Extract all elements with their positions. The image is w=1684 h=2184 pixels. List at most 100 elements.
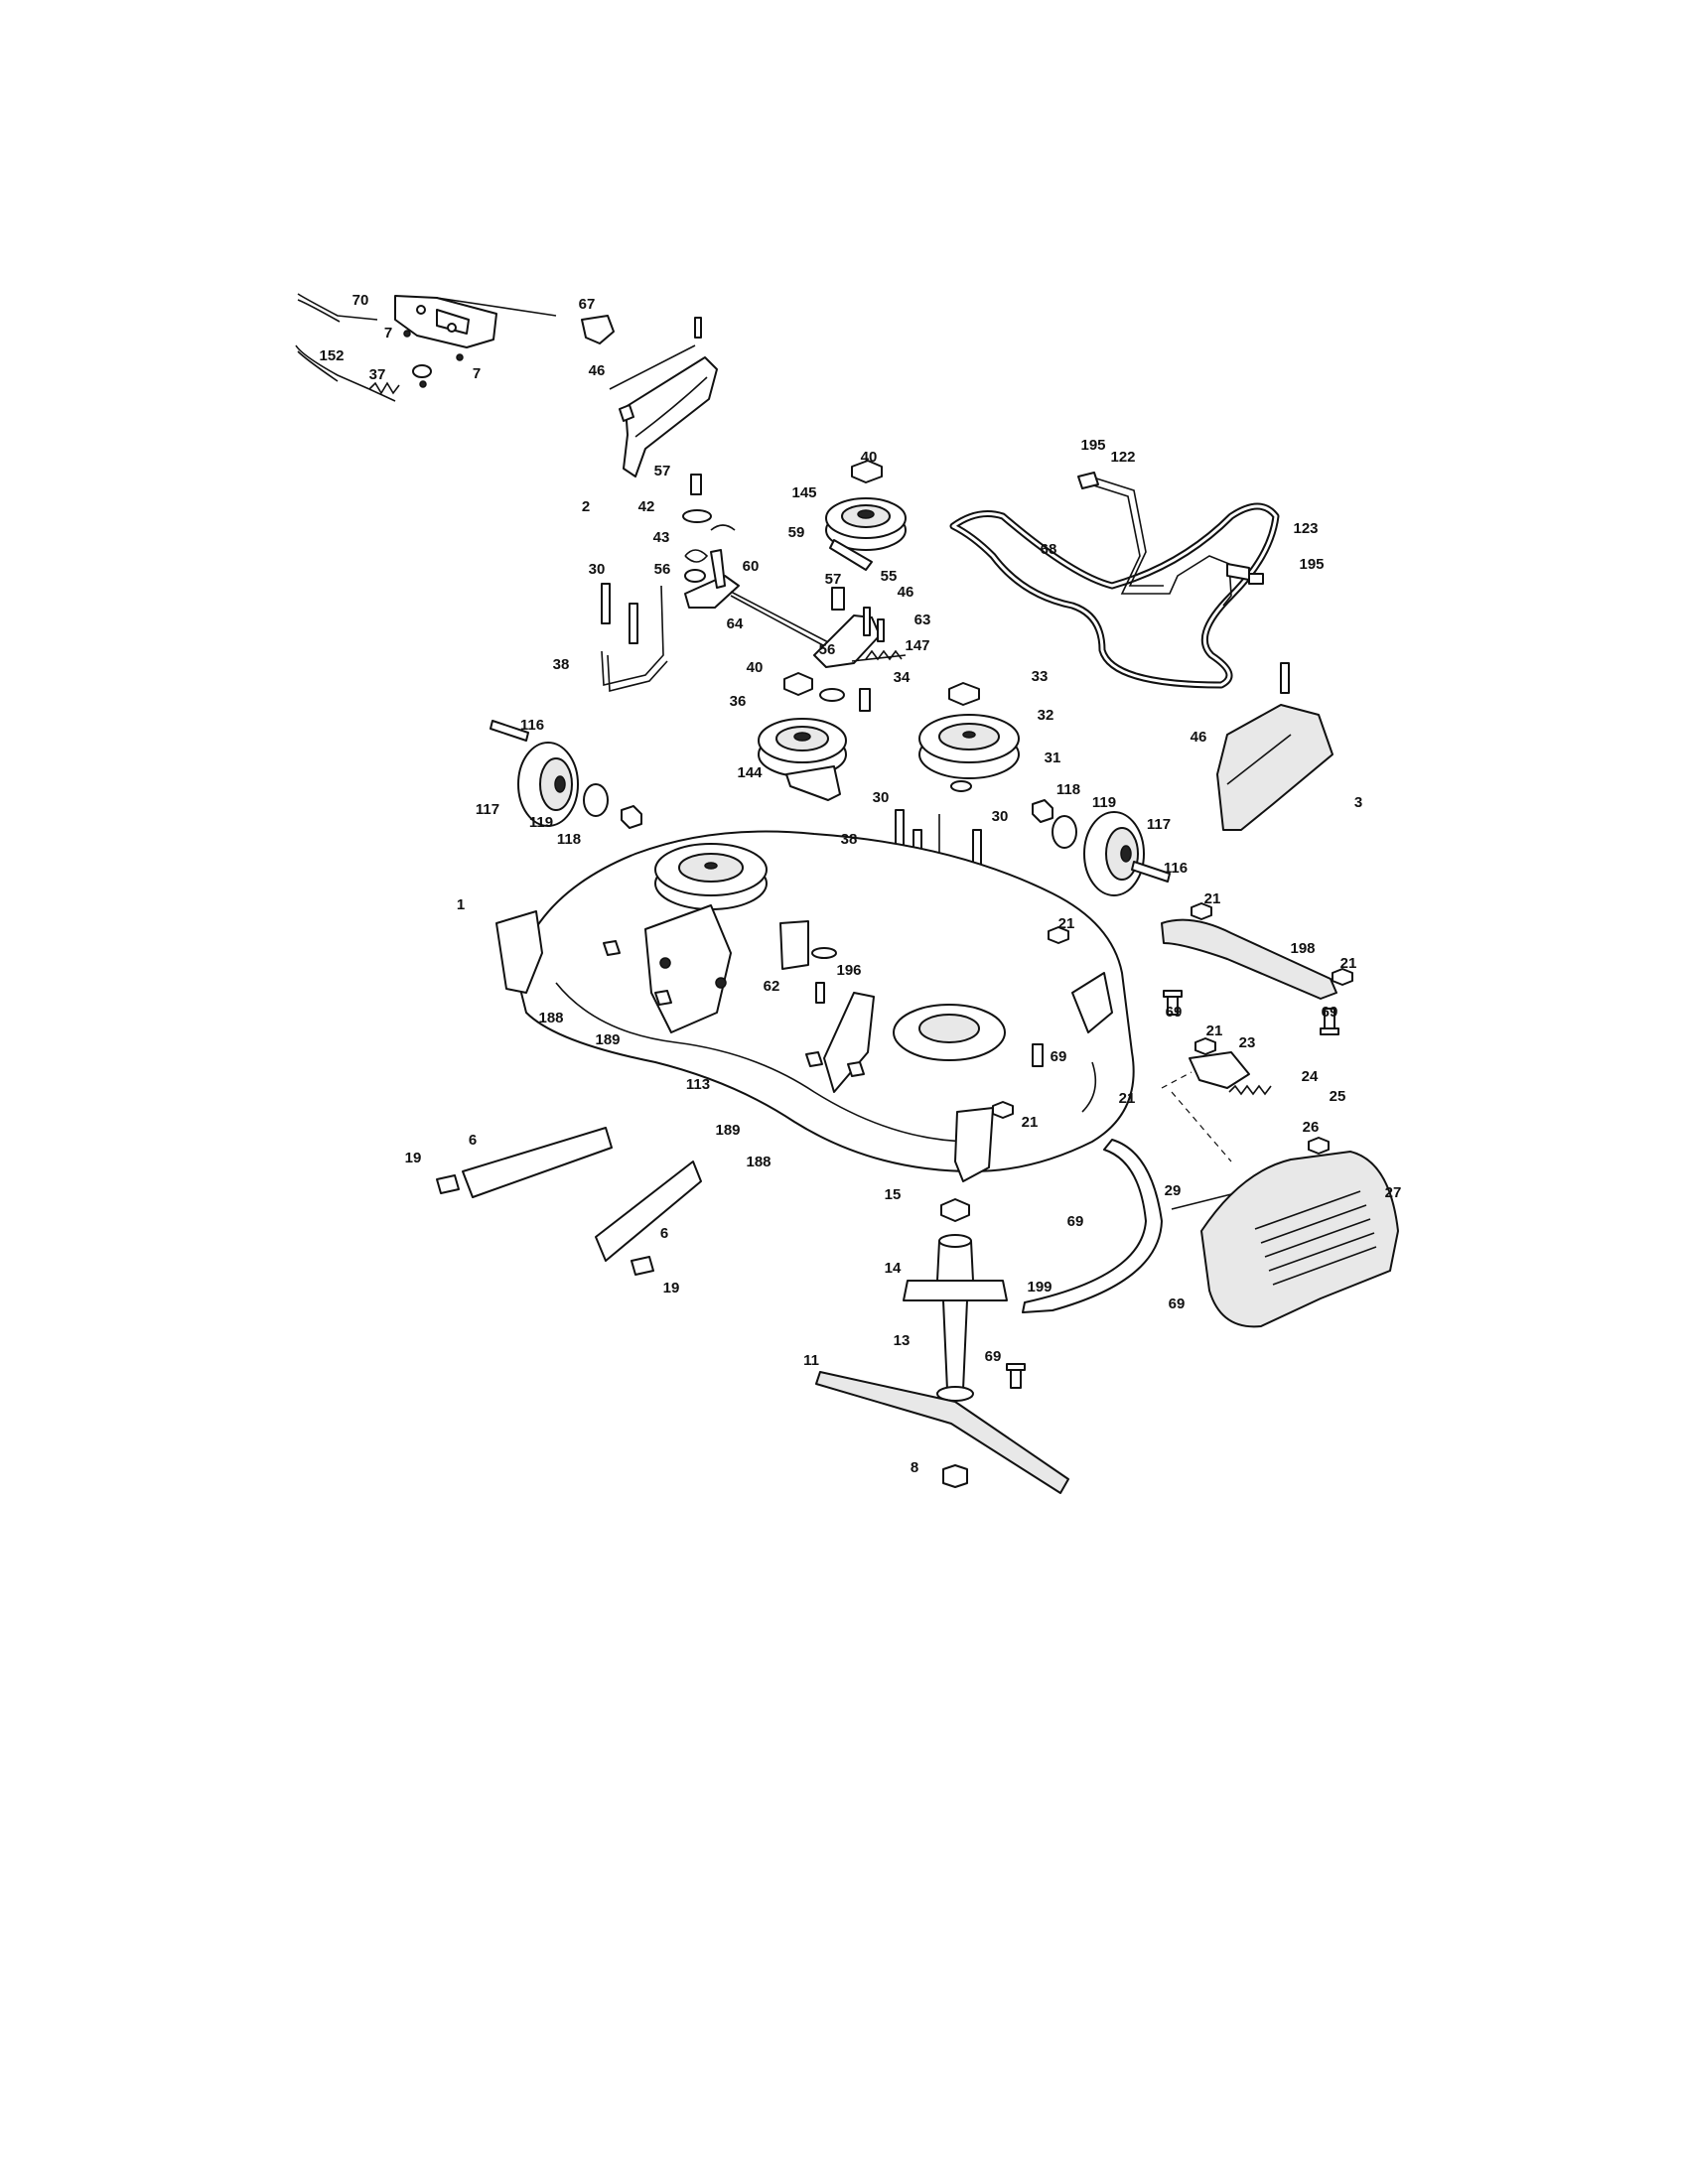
callout-label: 37: [369, 366, 386, 383]
callout-label: 25: [1330, 1088, 1346, 1105]
bolt-57-lower: [831, 587, 845, 611]
bracket-67: [581, 315, 615, 344]
callout-label: 144: [737, 764, 763, 781]
callout-label: 69: [1169, 1296, 1186, 1312]
lift-linkage-assembly: [295, 293, 557, 402]
callout-label: 145: [791, 484, 816, 501]
bolt-57-upper: [690, 474, 702, 495]
spring-43: [684, 524, 736, 563]
gauge-wheel-left: [490, 720, 642, 829]
callout-label: 13: [894, 1332, 911, 1349]
callout-label: 2: [582, 498, 590, 515]
callout-label: 46: [1191, 729, 1207, 746]
callout-label: 30: [992, 808, 1009, 825]
lift-rod-38-left: [601, 583, 668, 693]
nut-40-lower: [783, 672, 813, 696]
callout-label: 116: [1164, 860, 1188, 877]
callout-label: 31: [1045, 750, 1061, 766]
callout-label: 21: [1022, 1114, 1039, 1131]
small-hardware: [603, 902, 1353, 1119]
callout-label: 32: [1038, 707, 1054, 724]
callout-label: 11: [803, 1352, 819, 1369]
callout-label: 152: [319, 347, 344, 364]
idler-bracket-55: [813, 607, 907, 668]
callout-label: 199: [1027, 1279, 1052, 1296]
callout-label: 34: [894, 669, 911, 686]
callout-label: 68: [1041, 541, 1057, 558]
callout-label: 30: [873, 789, 890, 806]
callout-label: 14: [885, 1260, 902, 1277]
callout-label: 69: [985, 1348, 1002, 1365]
discharge-chute-27: [1200, 1151, 1399, 1328]
pulley-32: [918, 714, 1020, 779]
callout-label: 38: [841, 831, 858, 848]
callout-label: 57: [825, 571, 842, 588]
callout-label: 67: [579, 296, 596, 313]
callout-label: 69: [1067, 1213, 1084, 1230]
deflector-bracket-23: [1161, 1051, 1272, 1162]
callout-label: 38: [553, 656, 570, 673]
callout-label: 56: [819, 641, 836, 658]
nut-26: [1308, 1137, 1330, 1155]
callout-label: 188: [538, 1010, 563, 1026]
callout-label: 70: [352, 292, 369, 309]
spacer-56-lower: [819, 688, 845, 702]
callout-label: 189: [715, 1122, 740, 1139]
callout-label: 195: [1299, 556, 1324, 573]
callout-label: 69: [1322, 1004, 1338, 1021]
callout-label: 6: [469, 1132, 477, 1149]
callout-label: 15: [885, 1186, 902, 1203]
callout-label: 46: [589, 362, 606, 379]
callout-label: 29: [1165, 1182, 1182, 1199]
callout-label: 21: [1206, 1023, 1223, 1039]
callout-label: 19: [663, 1280, 680, 1297]
callout-label: 147: [905, 637, 929, 654]
washer-42: [682, 509, 712, 523]
belt-guide-122-123: [1077, 472, 1264, 607]
drive-belt-68: [949, 502, 1280, 689]
callout-label: 116: [520, 717, 544, 734]
callout-label: 7: [473, 365, 481, 382]
nut-33: [948, 682, 980, 706]
callout-label: 123: [1293, 520, 1318, 537]
callout-label: 55: [881, 568, 898, 585]
callout-label: 57: [654, 463, 671, 479]
callout-label: 119: [1092, 794, 1116, 811]
callout-label: 36: [730, 693, 747, 710]
callout-label: 46: [898, 584, 914, 601]
gauge-wheel-right: [1032, 799, 1171, 896]
mower-blade-11: [815, 1371, 1069, 1494]
baffle-198: [1161, 918, 1337, 1000]
callout-label: 3: [1354, 794, 1362, 811]
callout-label: 118: [557, 831, 581, 848]
callout-label: 195: [1080, 437, 1105, 454]
idler-pulley-36: [758, 718, 847, 801]
chute-support-199: [1022, 1139, 1163, 1313]
stiffener-brackets-6: [436, 1127, 702, 1276]
callout-label: 1: [457, 896, 465, 913]
callout-label: 27: [1385, 1184, 1402, 1201]
callout-label: 62: [764, 978, 780, 995]
callout-label: 26: [1303, 1119, 1320, 1136]
callout-label: 33: [1032, 668, 1049, 685]
callout-label: 63: [914, 612, 931, 628]
top-discharge-guard: [609, 317, 718, 478]
washer-31: [950, 780, 972, 792]
callout-label: 56: [654, 561, 671, 578]
callout-label: 118: [1056, 781, 1080, 798]
callout-label: 42: [638, 498, 655, 515]
callout-label: 30: [589, 561, 606, 578]
callout-label: 8: [911, 1459, 918, 1476]
callout-label: 113: [686, 1076, 710, 1093]
mower-deck-housing: [495, 830, 1135, 1182]
idler-arm-60-64: [684, 549, 835, 652]
callout-label: 69: [1166, 1004, 1183, 1021]
parts-artwork: [295, 293, 1399, 1494]
callout-label: 189: [595, 1031, 620, 1048]
callout-label: 21: [1058, 915, 1075, 932]
callout-label: 60: [743, 558, 760, 575]
callout-label: 64: [727, 615, 744, 632]
callout-label: 21: [1204, 890, 1221, 907]
